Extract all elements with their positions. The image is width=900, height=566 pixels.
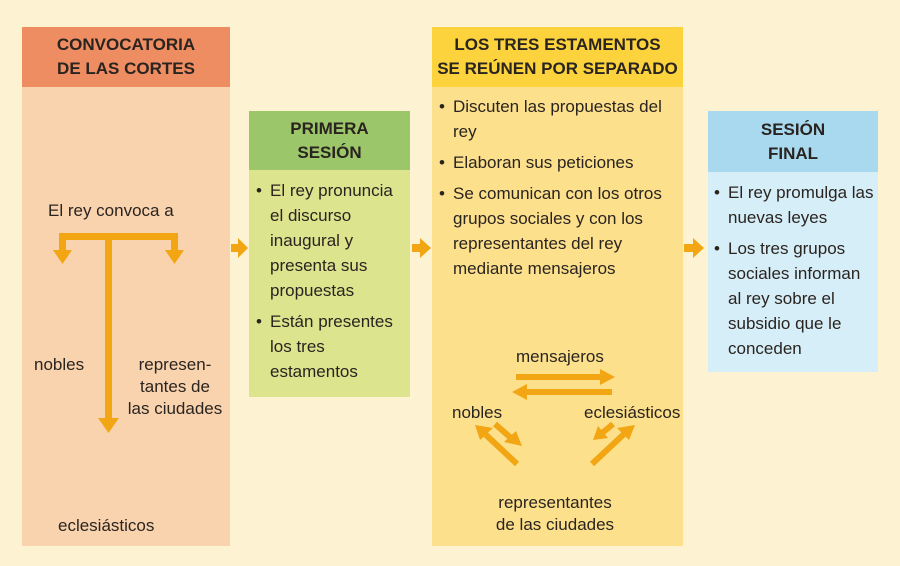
arrow-t-stem: [105, 233, 112, 418]
list-item: Elaboran sus peticiones: [437, 150, 679, 175]
arrow-right-stem: [171, 233, 178, 250]
arrow-diagonal: [493, 421, 513, 441]
label-eclesiasticos: eclesiásticos: [58, 516, 155, 535]
list-item: Están presentes los tres estamentos: [254, 309, 406, 384]
arrow-left-icon: [512, 384, 612, 400]
arrow-diagonal: [482, 431, 520, 467]
convocatoria-title-2: DE LAS CORTES: [57, 59, 195, 78]
text-line: representantes: [498, 493, 612, 512]
list-item: Se comunican con los otros grupos social…: [437, 181, 679, 281]
text-line: tantes de: [140, 377, 210, 396]
final-title-1: SESIÓN: [760, 119, 826, 139]
convocatoria-title-1: CONVOCATORIA: [56, 35, 196, 54]
text-line: de las ciudades: [495, 515, 615, 534]
flow-arrow-icon: [684, 238, 704, 258]
primera-sesion-header: PRIMERA SESIÓN: [249, 111, 410, 170]
estamentos-list: Discuten las propuestas del rey Elaboran…: [437, 94, 679, 287]
primera-sesion-list: El rey pronuncia el discurso inaugural y…: [254, 178, 406, 390]
convocatoria-header: CONVOCATORIA DE LAS CORTES: [22, 27, 230, 87]
arrow-head-down: [53, 250, 72, 264]
arrow-head-down: [98, 418, 119, 433]
primera-title-2: SESIÓN: [297, 142, 362, 162]
arrow-right-icon: [516, 369, 615, 385]
list-item: Los tres grupos sociales informan al rey…: [712, 236, 876, 361]
convocatoria-box: [22, 27, 230, 546]
primera-title-1: PRIMERA: [290, 118, 369, 138]
list-item: Discuten las propuestas del rey: [437, 94, 679, 144]
arrow-head: [475, 425, 493, 440]
arrow-t-bar: [59, 233, 178, 240]
convocatoria-intro: El rey convoca a: [48, 201, 174, 220]
text-line: las ciudades: [127, 399, 223, 418]
estamentos-title-2: SE REÚNEN POR SEPARADO: [437, 59, 678, 78]
arrow-head: [504, 431, 522, 446]
arrow-head-down: [165, 250, 184, 264]
label-eclesiasticos-2: eclesiásticos: [584, 403, 681, 422]
sesion-final-header: SESIÓN FINAL: [708, 111, 878, 172]
label-mensajeros: mensajeros: [516, 347, 604, 366]
label-nobles-2: nobles: [452, 403, 503, 422]
text-line: represen-: [138, 355, 212, 374]
list-item: El rey promulga las nuevas leyes: [712, 180, 876, 230]
estamentos-title-1: LOS TRES ESTAMENTOS: [454, 35, 661, 54]
sesion-final-list: El rey promulga las nuevas leyes Los tre…: [712, 180, 876, 367]
flow-arrow-icon: [412, 238, 431, 258]
arrow-left-stem: [59, 233, 66, 250]
label-representantes-2: representantes de las ciudades: [470, 492, 640, 536]
label-representantes: represen- tantes de las ciudades: [125, 354, 225, 420]
arrow-diagonal: [589, 431, 627, 467]
final-title-2: FINAL: [767, 143, 819, 163]
arrow-head: [593, 426, 608, 440]
flow-arrow-icon: [231, 238, 248, 258]
list-item: El rey pronuncia el discurso inaugural y…: [254, 178, 406, 303]
estamentos-header: LOS TRES ESTAMENTOS SE REÚNEN POR SEPARA…: [432, 27, 683, 87]
arrow-head: [617, 425, 635, 440]
label-nobles: nobles: [34, 355, 85, 374]
